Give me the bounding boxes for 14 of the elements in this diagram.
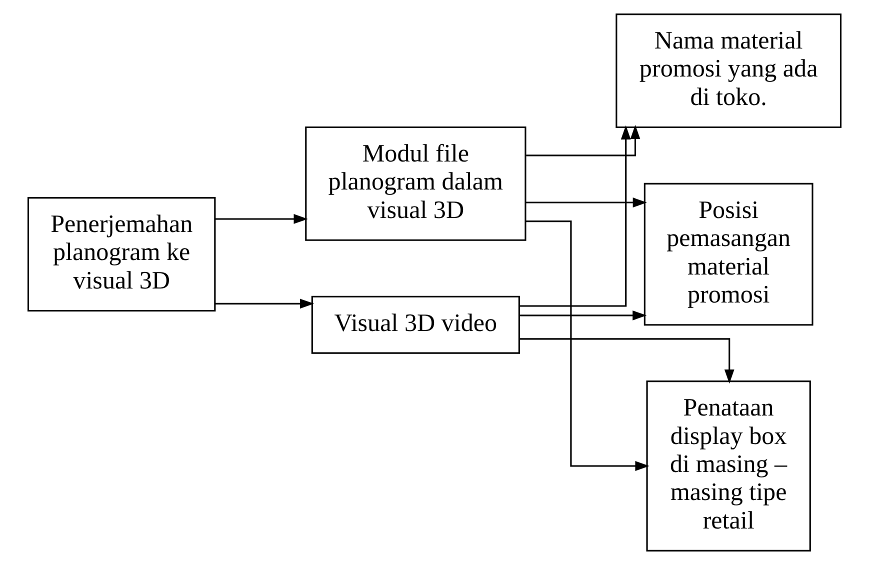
arrow [520, 125, 631, 307]
arrow [519, 338, 734, 384]
arrow [519, 310, 647, 320]
arrow [215, 214, 308, 224]
node-box: Modul file planogram dalam visual 3D [305, 126, 526, 241]
node-box: Penerjemahan planogram ke visual 3D [28, 197, 216, 312]
arrow [215, 298, 314, 309]
node-box: Penataan display box di masing – masing tipe retail [646, 380, 811, 552]
arrow [526, 124, 640, 156]
arrow [526, 198, 647, 208]
arrow [526, 220, 650, 471]
node-box: Visual 3D video [311, 296, 520, 354]
node-box: Nama material promosi yang ada di toko. [616, 14, 842, 128]
node-box: Posisi pemasangan material promosi [644, 182, 814, 326]
